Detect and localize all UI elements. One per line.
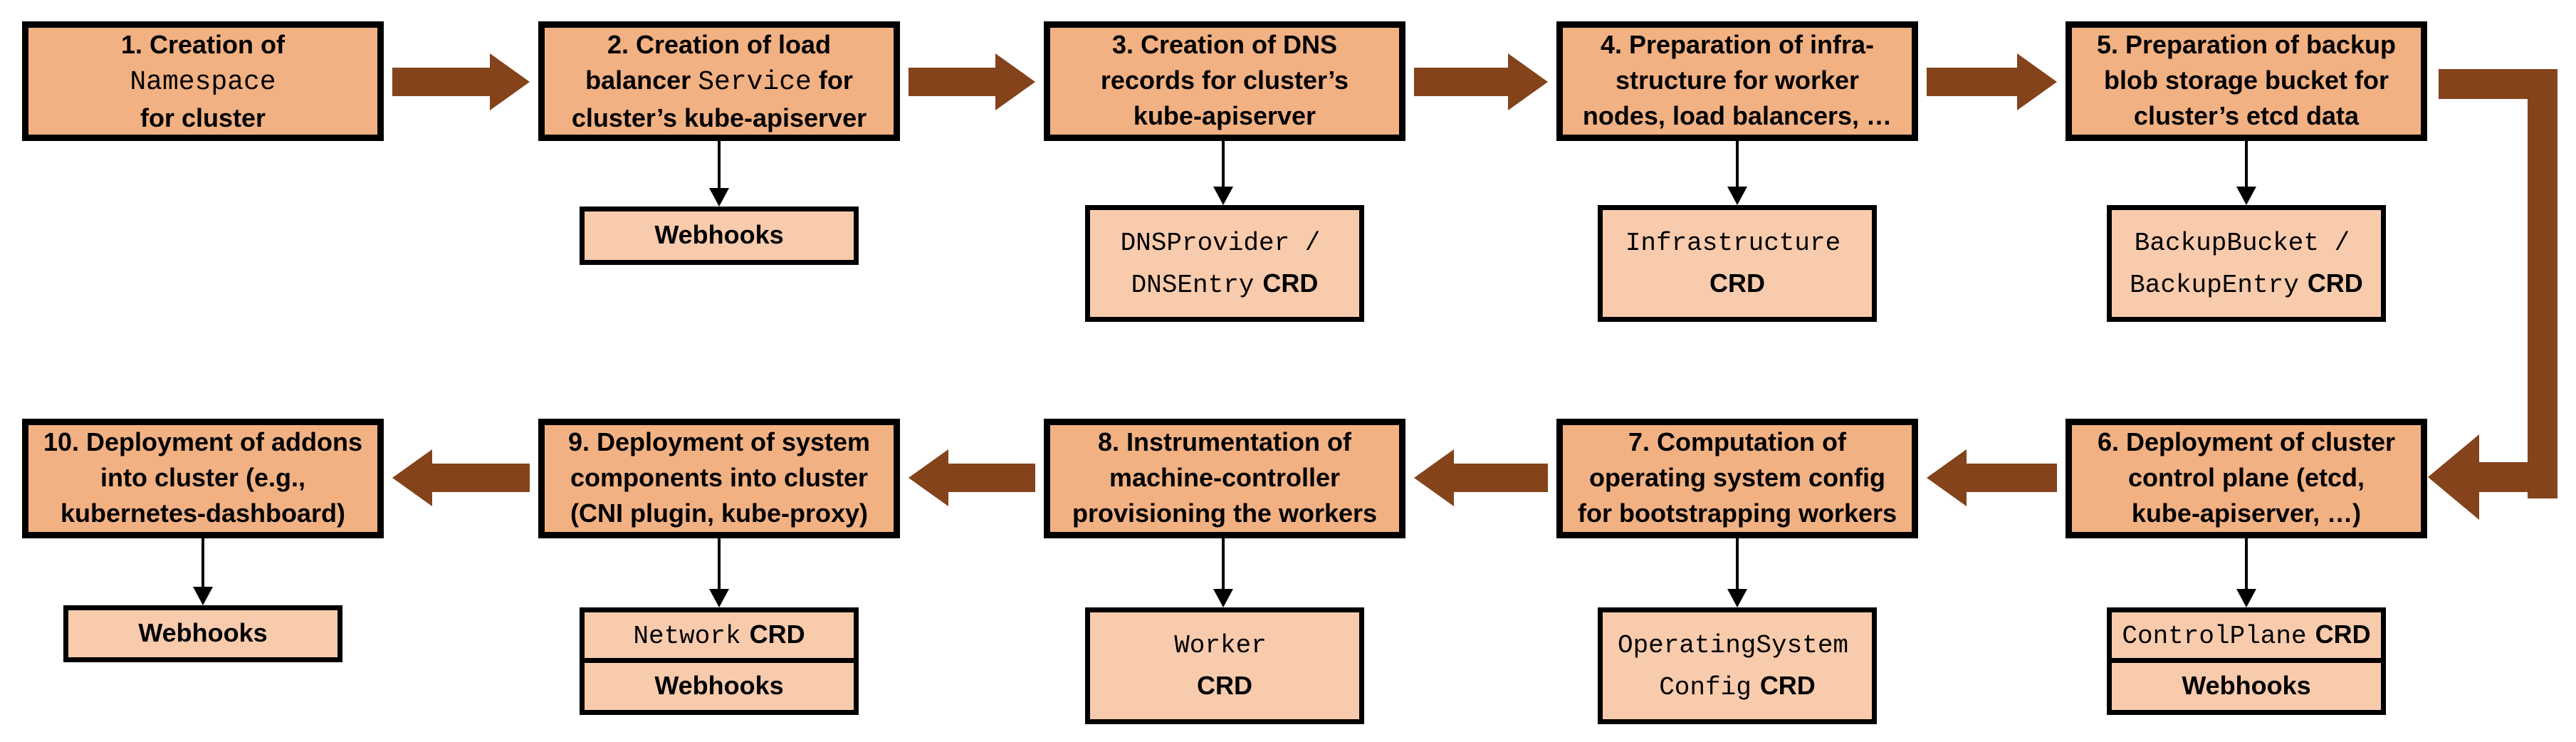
step-box-5-backup-bucket-preparation: 5. Preparation of backup blob storage bu… [2065,21,2427,141]
step-box-7-os-config-computation: 7. Computation of operating system confi… [1556,419,1918,538]
flow-arrow-1-to-2-icon [392,53,530,110]
connector-6-controlplane-line [2245,538,2248,589]
step-4-title: 4. Preparation of infra- structure for w… [1582,29,1892,130]
connector-10-webhooks-arrowhead-icon [193,587,213,605]
connector-8-worker-arrowhead-icon [1213,589,1233,607]
webhooks-box-step10: Webhooks [63,605,342,662]
webhooks-box-step9: Webhooks [580,658,859,715]
elbow-arrow-left-arrowhead-icon [2428,434,2479,520]
step-box-3-dns-records: 3. Creation of DNS records for cluster’s… [1044,21,1405,141]
namespace-code-text: Namespace [130,66,276,98]
step-1-title: 1. Creation of Namespace for cluster [120,29,286,132]
connector-2-webhooks-line [718,141,721,189]
step-box-10-addons-deployment: 10. Deployment of addons into cluster (e… [22,419,384,538]
step-box-4-infrastructure-preparation: 4. Preparation of infra- structure for w… [1556,21,1918,141]
connector-5-backup-line [2245,141,2248,187]
step-7-title: 7. Computation of operating system confi… [1577,427,1897,528]
step-box-1-namespace: 1. Creation of Namespace for cluster [22,21,384,141]
connector-8-worker-line [1222,538,1225,589]
flow-arrow-2-to-3-icon [909,53,1035,110]
step-box-9-system-components: 9. Deployment of system components into … [538,419,900,538]
step-2-title: 2. Creation of load balancer Service for… [571,29,867,132]
connector-10-webhooks-line [201,538,204,587]
crd-box-worker: Worker CRD [1085,607,1364,724]
flow-arrow-6-to-7-icon [1927,449,2057,506]
elbow-arrow-vertical-segment-icon [2528,69,2557,498]
flow-arrow-3-to-4-icon [1414,53,1548,110]
connector-7-osc-arrowhead-icon [1727,589,1747,607]
step-box-2-load-balancer-service: 2. Creation of load balancer Service for… [538,21,900,141]
elbow-arrow-bottom-segment-icon [2476,462,2557,492]
connector-2-webhooks-arrowhead-icon [709,188,729,207]
flow-arrow-8-to-9-icon [909,449,1035,506]
flow-arrow-4-to-5-icon [1927,53,2057,110]
connector-5-backup-arrowhead-icon [2236,187,2256,205]
webhooks-box-step6: Webhooks [2107,658,2386,715]
step-8-title: 8. Instrumentation of machine-controller… [1072,427,1378,528]
service-code-text: Service [698,66,812,98]
connector-4-infrastructure-line [1736,141,1739,187]
connector-4-infrastructure-arrowhead-icon [1727,187,1747,205]
step-3-title: 3. Creation of DNS records for cluster’s… [1100,29,1349,130]
flow-arrow-7-to-8-icon [1414,449,1548,506]
connector-9-network-line [718,538,721,589]
flow-arrow-9-to-10-icon [392,449,530,506]
step-10-title: 10. Deployment of addons into cluster (e… [43,427,363,528]
connector-9-network-arrowhead-icon [709,589,729,607]
step-box-6-control-plane-deployment: 6. Deployment of cluster control plane (… [2065,419,2427,538]
connector-7-osc-line [1736,538,1739,589]
step-5-title: 5. Preparation of backup blob storage bu… [2096,29,2397,130]
crd-box-infrastructure: Infrastructure CRD [1598,205,1877,322]
step-box-8-machine-controller: 8. Instrumentation of machine-controller… [1044,419,1405,538]
connector-3-dns-line [1222,141,1225,187]
connector-6-controlplane-arrowhead-icon [2236,589,2256,607]
connector-3-dns-arrowhead-icon [1213,187,1233,205]
step-9-title: 9. Deployment of system components into … [567,427,871,528]
webhooks-box-step2: Webhooks [580,207,859,265]
step-6-title: 6. Deployment of cluster control plane (… [2097,427,2396,528]
